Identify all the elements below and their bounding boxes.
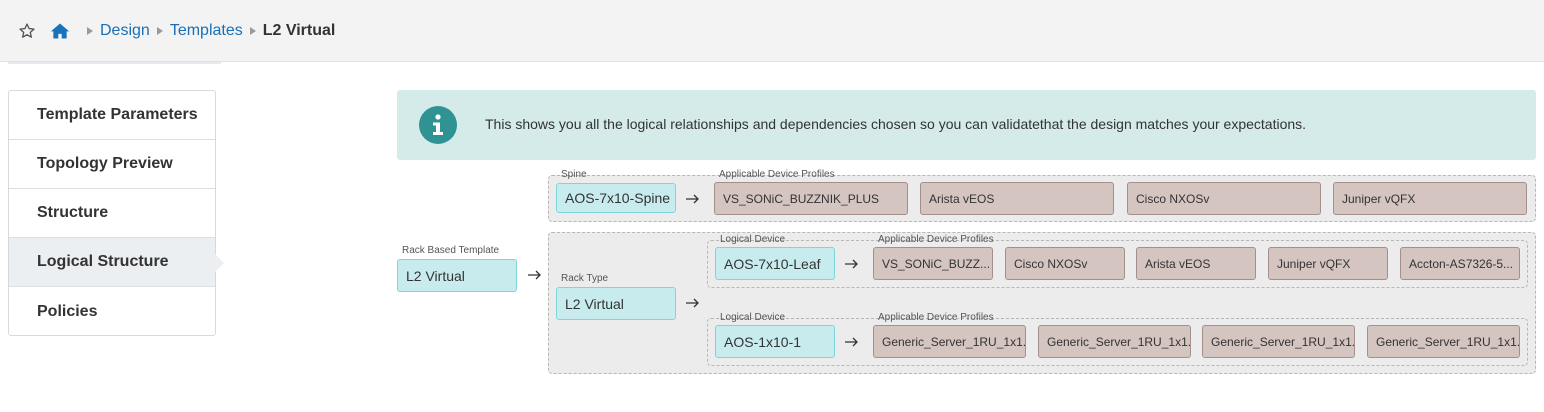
sidebar-item-policies[interactable]: Policies [37, 302, 98, 320]
sidebar-nav: Template Parameters Topology Preview Str… [8, 90, 224, 336]
breadcrumb-link-design[interactable]: Design [100, 22, 150, 39]
device-profile-chip[interactable]: Generic_Server_1RU_1x1... [1038, 325, 1191, 358]
device-profile-chip[interactable]: Arista vEOS [920, 182, 1114, 215]
arrow-right-icon [845, 337, 858, 347]
spine-caption: Spine [561, 169, 587, 180]
info-message: This shows you all the logical relations… [485, 116, 1307, 132]
home-icon[interactable] [50, 22, 70, 40]
device-profile-chip[interactable]: Generic_Server_1RU_1x1... [873, 325, 1026, 358]
leaf-device-caption: Logical Device [720, 234, 786, 245]
template-node[interactable]: L2 Virtual [397, 259, 517, 292]
sidebar-item-template-parameters[interactable]: Template Parameters [9, 91, 215, 140]
arrow-right-icon [528, 270, 541, 280]
sidebar-item-topology-preview[interactable]: Topology Preview [9, 140, 215, 189]
device-profile-chip[interactable]: Generic_Server_1RU_1x1... [1202, 325, 1355, 358]
template-caption: Rack Based Template [402, 245, 500, 256]
device-profile-chip[interactable]: VS_SONiC_BUZZ... [873, 247, 993, 280]
device-profile-chip[interactable]: Arista vEOS [1136, 247, 1256, 280]
device-profile-chip[interactable]: Juniper vQFX [1333, 182, 1527, 215]
rack-type-node[interactable]: L2 Virtual [556, 287, 676, 320]
breadcrumb: Design Templates L2 Virtual [18, 20, 335, 42]
sidebar-item-logical-structure[interactable]: Logical Structure [9, 238, 224, 287]
chevron-right-icon [249, 27, 256, 35]
breadcrumb-link-templates[interactable]: Templates [169, 22, 243, 39]
rack-type-caption: Rack Type [561, 273, 609, 284]
arrow-right-icon [686, 298, 699, 308]
star-icon[interactable] [18, 22, 36, 40]
info-icon [419, 106, 457, 144]
leaf-profiles-caption: Applicable Device Profiles [878, 234, 994, 245]
device-profile-chip[interactable]: Cisco NXOSv [1005, 247, 1125, 280]
info-banner: This shows you all the logical relations… [397, 90, 1536, 160]
chevron-right-icon [156, 27, 163, 35]
server-profiles-caption: Applicable Device Profiles [878, 312, 994, 323]
spine-device-node[interactable]: AOS-7x10-Spine [556, 183, 676, 213]
top-bar: Design Templates L2 Virtual [0, 0, 1544, 62]
server-device-caption: Logical Device [720, 312, 786, 323]
sidebar-item-structure[interactable]: Structure [9, 189, 215, 238]
device-profile-chip[interactable]: Accton-AS7326-5... [1400, 247, 1520, 280]
chevron-right-icon [87, 27, 93, 35]
device-profile-chip[interactable]: Juniper vQFX [1268, 247, 1388, 280]
arrow-right-icon [686, 194, 699, 204]
device-profile-chip[interactable]: Cisco NXOSv [1127, 182, 1321, 215]
breadcrumb-current: L2 Virtual [262, 22, 336, 39]
server-device-node[interactable]: AOS-1x10-1 [715, 325, 835, 358]
arrow-right-icon [845, 259, 858, 269]
device-profile-chip[interactable]: VS_SONiC_BUZZNIK_PLUS [714, 182, 908, 215]
spine-profiles-caption: Applicable Device Profiles [719, 169, 835, 180]
tab-indicator [8, 62, 221, 64]
leaf-device-node[interactable]: AOS-7x10-Leaf [715, 247, 835, 280]
device-profile-chip[interactable]: Generic_Server_1RU_1x1... [1367, 325, 1520, 358]
